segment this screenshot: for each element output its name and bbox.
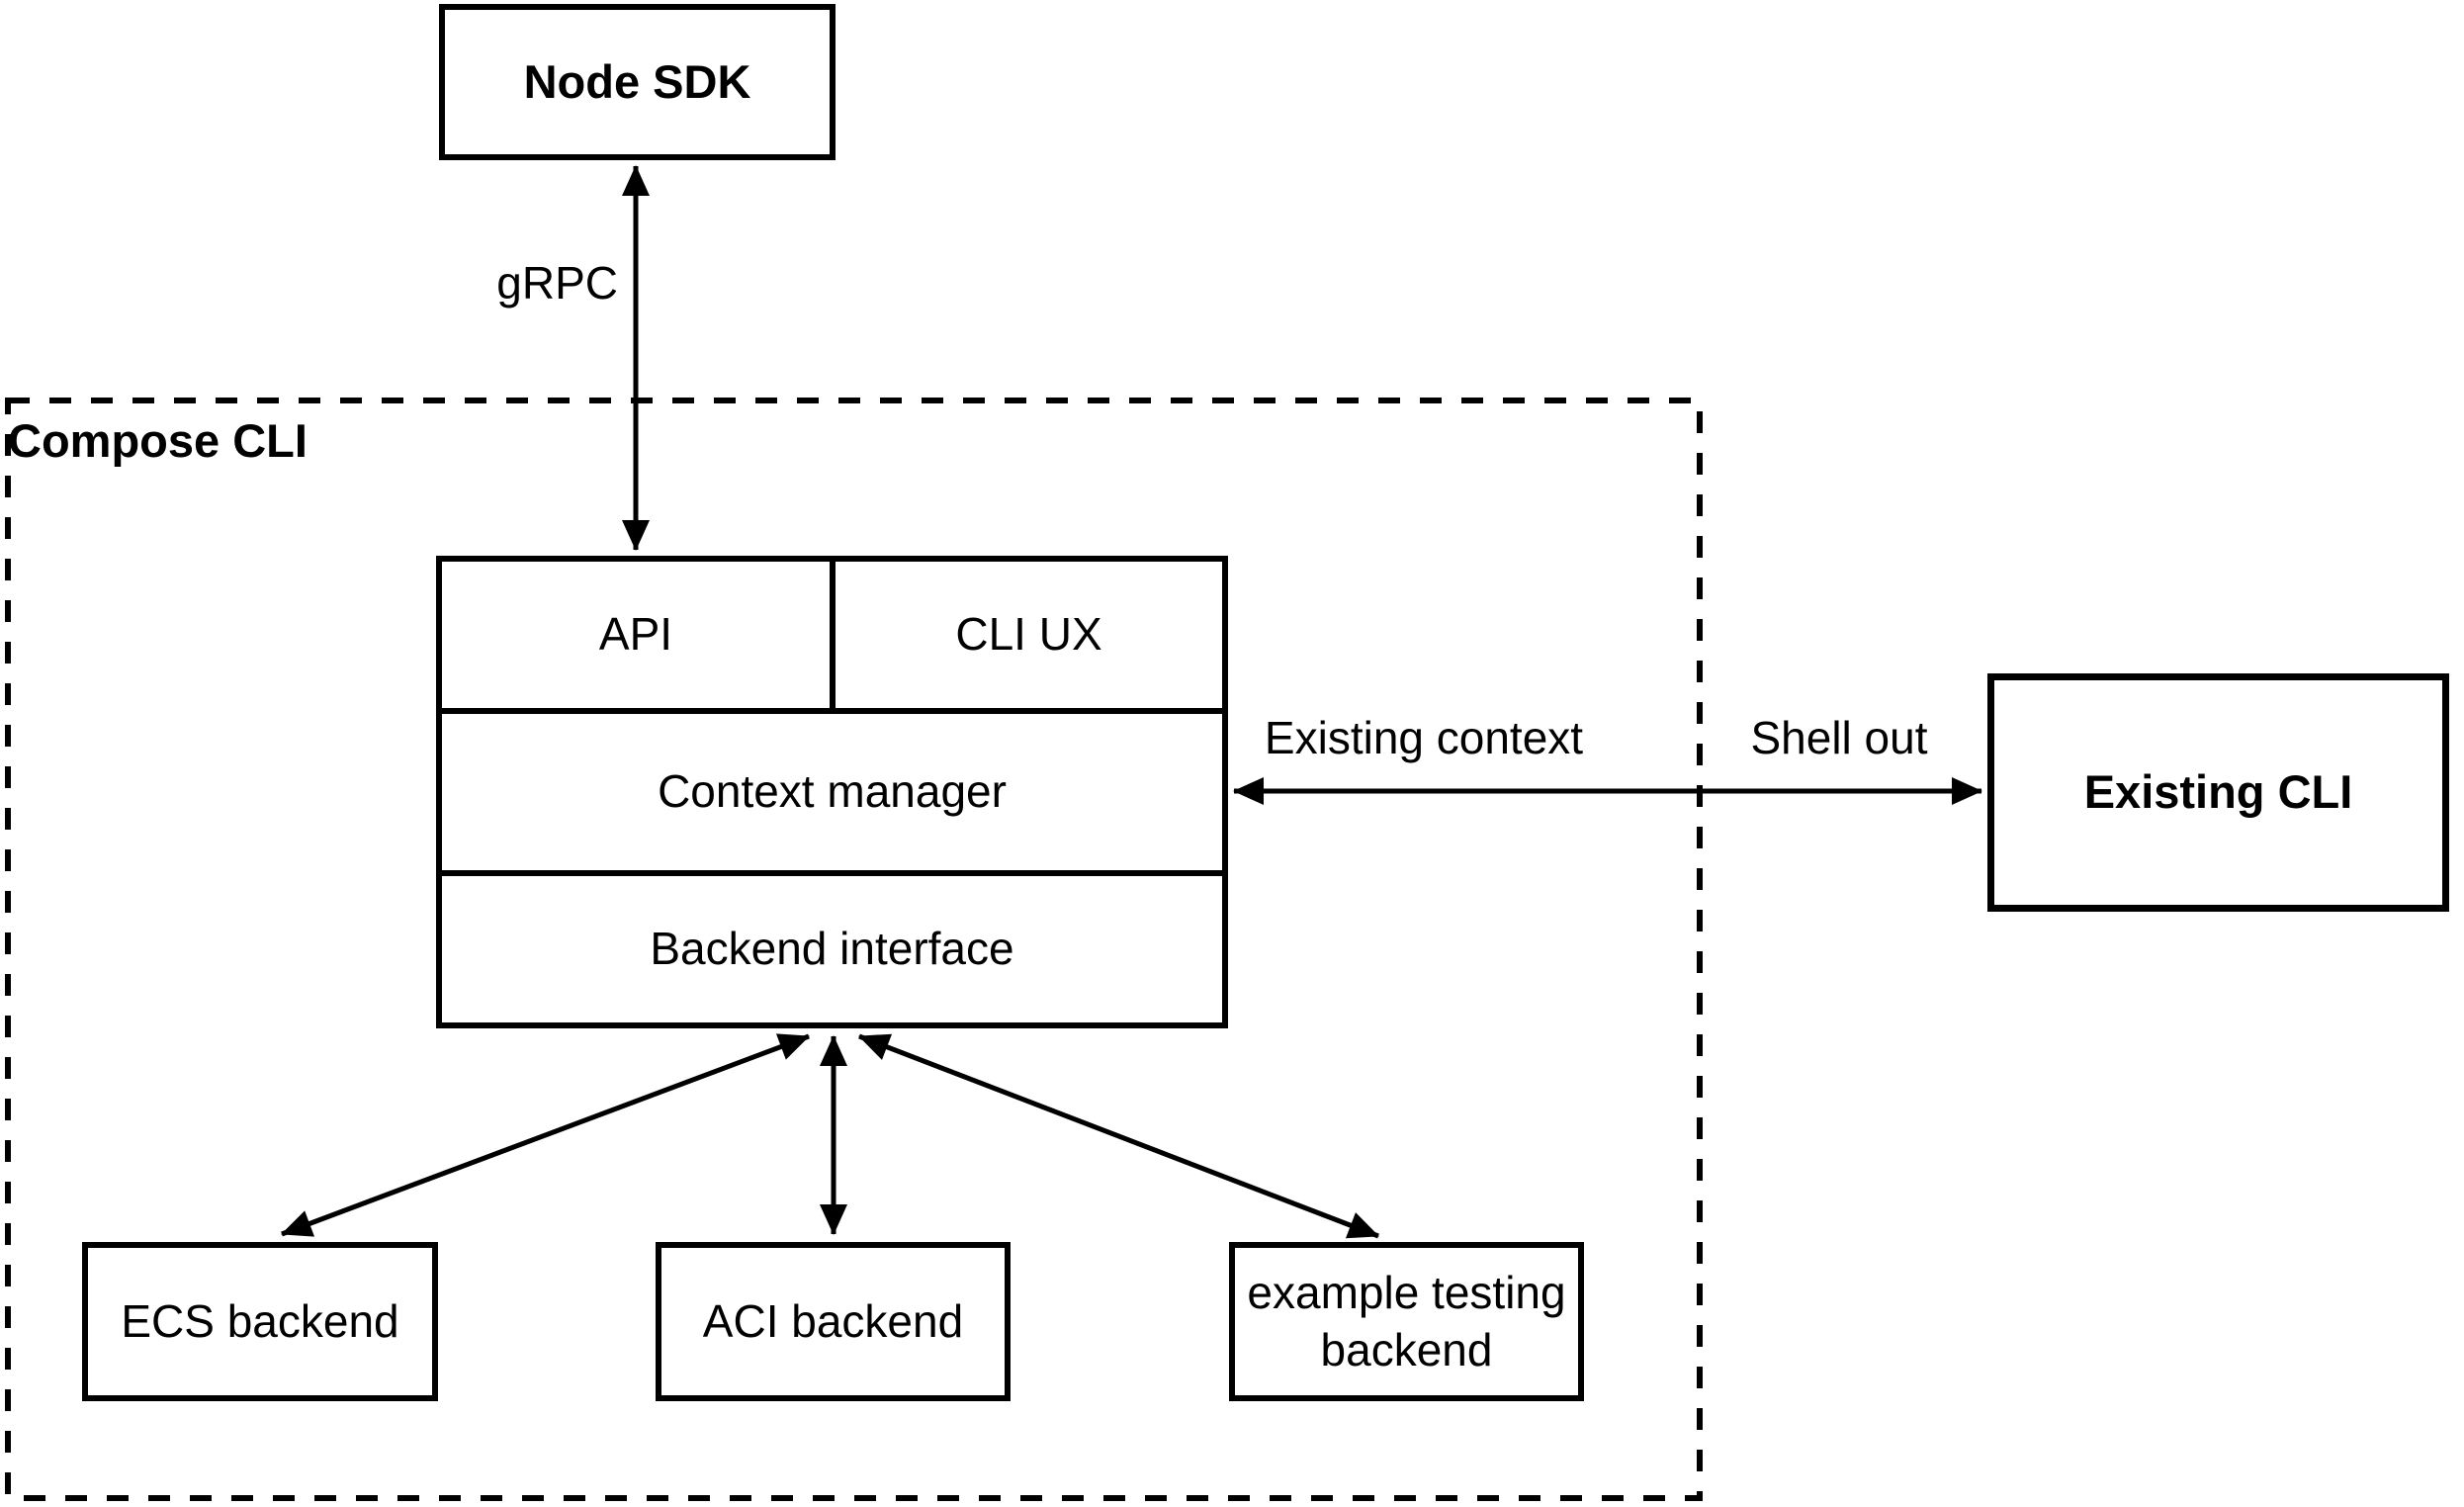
row1-row2-divider (442, 708, 1222, 714)
cli-ux-cell: CLI UX (955, 608, 1102, 661)
example-testing-backend-label: example testing backend (1247, 1267, 1566, 1375)
api-cell: API (598, 608, 673, 661)
existing-cli-box: Existing CLI (1987, 673, 2449, 912)
compose-cli-group-label: Compose CLI (8, 414, 308, 467)
ecs-backend-box: ECS backend (82, 1242, 438, 1401)
ecs-backend-label: ECS backend (121, 1294, 399, 1347)
context-manager-cell: Context manager (658, 765, 1007, 818)
existing-cli-label: Existing CLI (2083, 765, 2353, 819)
example-testing-backend-box: example testing backend (1229, 1242, 1584, 1401)
api-cliux-divider (830, 562, 836, 708)
existing-context-edge-label: Existing context (1264, 712, 1584, 763)
ecs-backend-arrow (281, 1033, 810, 1237)
aci-backend-label: ACI backend (702, 1294, 964, 1347)
grpc-edge-label: gRPC (496, 257, 618, 309)
node-sdk-label: Node SDK (523, 54, 751, 108)
compose-cli-dashed-border (5, 398, 1703, 1501)
aci-backend-box: ACI backend (656, 1242, 1011, 1401)
row2-row3-divider (442, 870, 1222, 876)
compose-cli-core-box: API CLI UX Context manager Backend inter… (436, 556, 1228, 1028)
backend-interface-cell: Backend interface (650, 923, 1014, 975)
node-sdk-box: Node SDK (439, 4, 836, 160)
example-backend-arrow (858, 1033, 1379, 1239)
shell-out-edge-label: Shell out (1750, 712, 1928, 763)
